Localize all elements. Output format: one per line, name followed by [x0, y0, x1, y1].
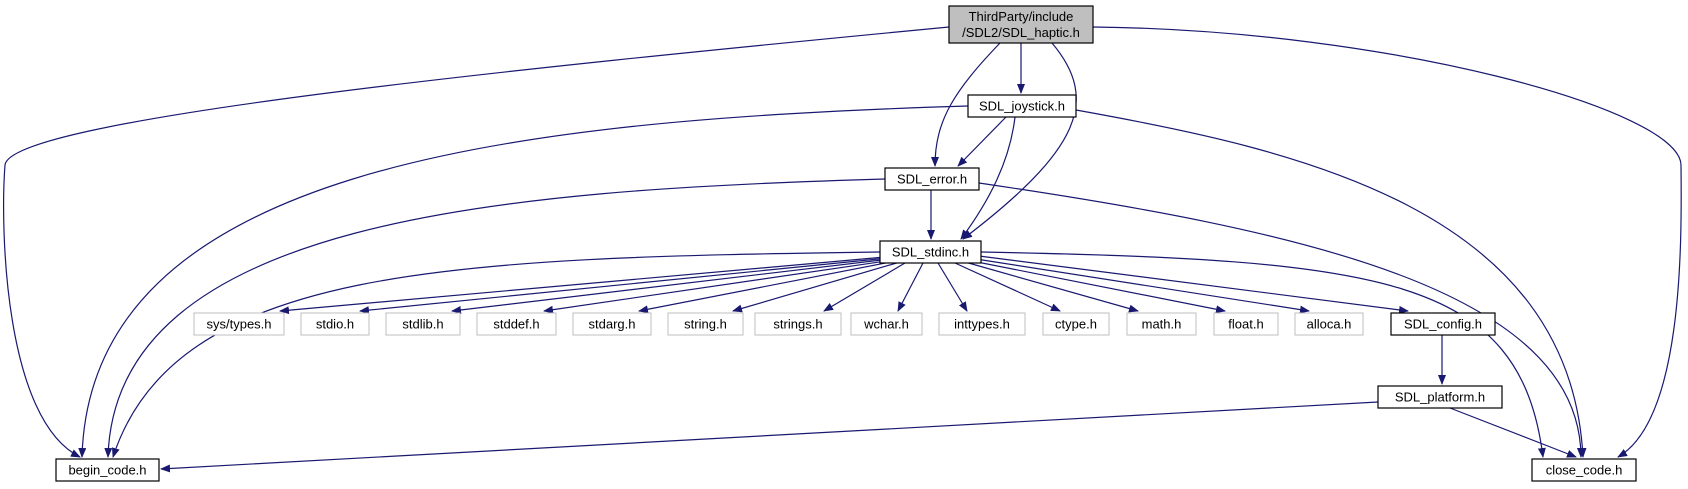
edge-joystick-to-stdinc: [960, 116, 1016, 240]
node-box: [572, 312, 652, 336]
node-box: [1213, 312, 1279, 336]
edge-stdinc-to-stdarg: [638, 260, 897, 314]
node-box: [1377, 385, 1503, 409]
dependency-edges: [3, 26, 1682, 473]
node-box: [850, 312, 923, 336]
node-error[interactable]: SDL_error.h: [884, 167, 980, 191]
edge-joystick-to-begin: [78, 105, 969, 458]
node-label: stdlib.h: [402, 317, 443, 332]
node-platform[interactable]: SDL_platform.h: [1377, 385, 1503, 409]
edge-stdinc-to-math: [964, 261, 1139, 313]
node-box: [879, 240, 982, 264]
node-label: float.h: [1228, 317, 1263, 332]
edge-stdinc-to-ctype: [954, 262, 1061, 312]
node-ctype: ctype.h: [1042, 312, 1110, 336]
node-label: ThirdParty/include: [969, 9, 1074, 24]
node-box: [1294, 312, 1364, 336]
node-label: stdio.h: [316, 317, 354, 332]
edge-joystick-to-close: [1075, 109, 1587, 458]
edge-root-to-stdinc: [962, 42, 1077, 240]
node-label: string.h: [684, 317, 727, 332]
node-box: [948, 5, 1094, 44]
node-stdinc[interactable]: SDL_stdinc.h: [879, 240, 982, 264]
node-box: [193, 312, 285, 336]
node-label: strings.h: [773, 317, 822, 332]
node-label: wchar.h: [863, 317, 909, 332]
node-box: [55, 458, 160, 482]
edge-stdinc-to-config: [978, 255, 1409, 314]
node-box: [1390, 312, 1496, 336]
node-strings: strings.h: [754, 312, 842, 336]
node-label: SDL_joystick.h: [979, 99, 1065, 114]
node-box: [884, 167, 980, 191]
node-label: SDL_error.h: [897, 172, 967, 187]
edge-error-to-close: [978, 182, 1585, 458]
edge-root-to-begin: [3, 26, 950, 458]
node-box: [1126, 312, 1197, 336]
node-box: [967, 94, 1077, 118]
node-label: alloca.h: [1307, 317, 1352, 332]
node-stdlib: stdlib.h: [385, 312, 461, 336]
edge-stdinc-to-stdlib: [451, 258, 891, 314]
node-stdarg: stdarg.h: [572, 312, 652, 336]
node-box: [667, 312, 744, 336]
edge-platform-to-close: [1449, 407, 1577, 458]
header-nodes: ThirdParty/include/SDL2/SDL_haptic.hSDL_…: [55, 5, 1637, 482]
node-string: string.h: [667, 312, 744, 336]
node-begin[interactable]: begin_code.h: [55, 458, 160, 482]
node-label: stddef.h: [493, 317, 539, 332]
edge-stdinc-to-string: [732, 261, 901, 313]
edge-stdinc-to-inttypes: [937, 262, 968, 312]
edge-root-to-close: [1092, 26, 1682, 458]
node-inttypes: inttypes.h: [938, 312, 1026, 336]
node-box: [476, 312, 557, 336]
node-alloca: alloca.h: [1294, 312, 1364, 336]
node-label: math.h: [1142, 317, 1182, 332]
edge-stdinc-to-strings: [823, 262, 906, 312]
node-systypes: sys/types.h: [193, 312, 285, 336]
edge-error-to-begin: [104, 178, 886, 458]
node-float: float.h: [1213, 312, 1279, 336]
node-label: begin_code.h: [68, 463, 146, 478]
node-label: sys/types.h: [206, 317, 271, 332]
edge-stdinc-to-systypes: [279, 256, 886, 315]
node-box: [1042, 312, 1110, 336]
node-label: close_code.h: [1546, 463, 1623, 478]
node-label: stdarg.h: [589, 317, 636, 332]
node-label: SDL_config.h: [1404, 317, 1482, 332]
node-box: [754, 312, 842, 336]
node-box: [385, 312, 461, 336]
edge-stdinc-to-wchar: [897, 262, 924, 312]
edge-stdinc-to-stdio: [359, 257, 889, 315]
edge-stdinc-to-begin: [111, 251, 881, 458]
edge-platform-to-begin: [160, 401, 1379, 473]
edge-stdinc-to-stddef: [543, 259, 894, 314]
node-label: inttypes.h: [954, 317, 1010, 332]
edge-joystick-to-error: [957, 116, 1007, 167]
node-wchar: wchar.h: [850, 312, 923, 336]
node-label: ctype.h: [1055, 317, 1097, 332]
node-box: [300, 312, 370, 336]
node-math: math.h: [1126, 312, 1197, 336]
edge-stdinc-to-close: [980, 251, 1546, 458]
edge-root-to-error: [931, 42, 1001, 167]
edge-stdinc-to-float: [971, 260, 1226, 314]
node-root[interactable]: ThirdParty/include/SDL2/SDL_haptic.h: [948, 5, 1094, 44]
edge-stdinc-to-alloca: [975, 258, 1310, 314]
node-box: [938, 312, 1026, 336]
node-close[interactable]: close_code.h: [1531, 458, 1637, 482]
node-stddef: stddef.h: [476, 312, 557, 336]
node-stdio: stdio.h: [300, 312, 370, 336]
node-label: /SDL2/SDL_haptic.h: [962, 25, 1080, 40]
node-label: SDL_stdinc.h: [892, 245, 969, 260]
node-config[interactable]: SDL_config.h: [1390, 312, 1496, 336]
node-label: SDL_platform.h: [1395, 390, 1485, 405]
node-joystick[interactable]: SDL_joystick.h: [967, 94, 1077, 118]
node-box: [1531, 458, 1637, 482]
